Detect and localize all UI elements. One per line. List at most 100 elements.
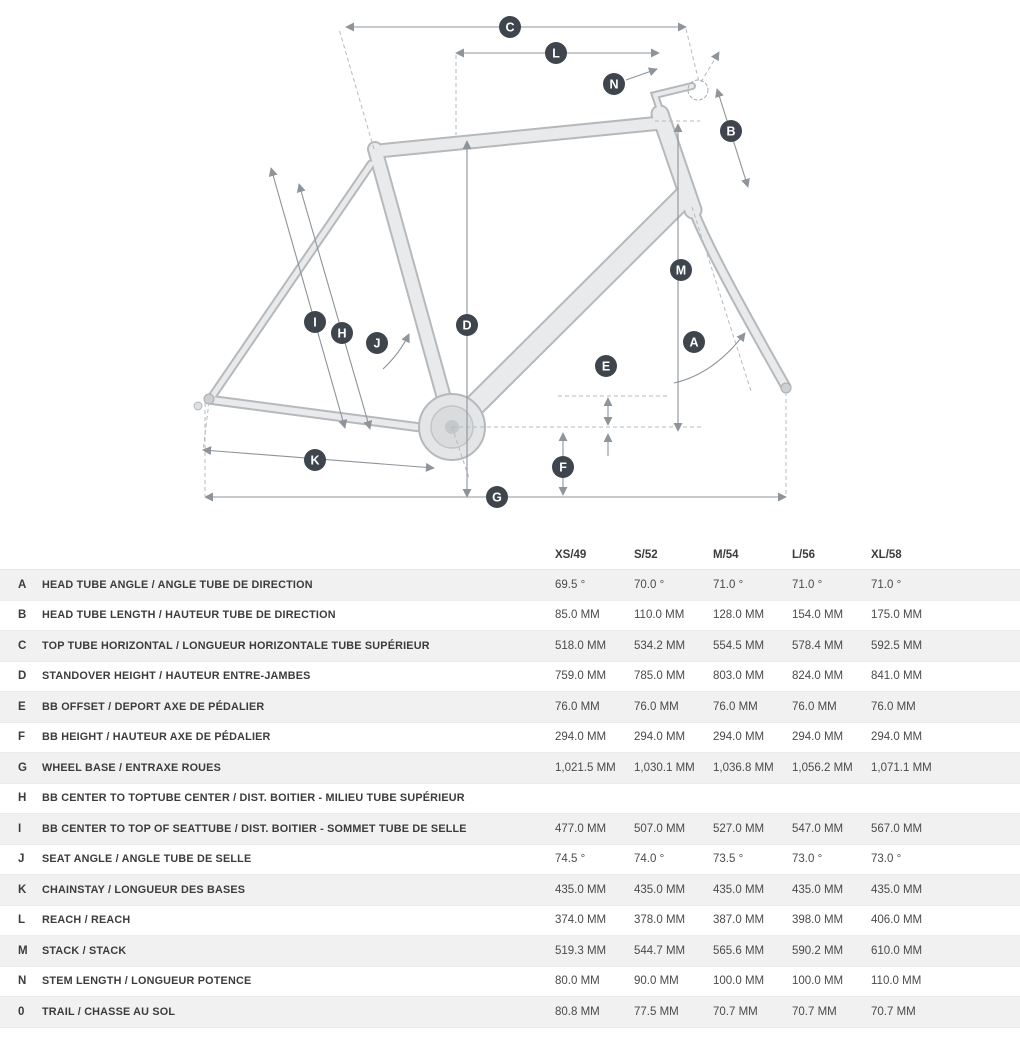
badge-F: F [552,456,574,478]
badge-C: C [499,16,521,38]
row-value: 80.8 MM [555,1005,600,1018]
row-value: 100.0 MM [713,975,765,988]
dimension-badges: C L N B M A E [304,16,742,508]
table-header-row: XS/49 S/52 M/54 L/56 XL/58 [0,540,1020,570]
row-letter: N [18,975,27,988]
badge-L: L [545,42,567,64]
frame-geometry-diagram: C L N B M A E [193,16,792,508]
row-value: 175.0 MM [871,609,923,622]
badge-G-label: G [492,491,502,505]
table-row: 0 TRAIL / CHASSE AU SOL 80.8 MM 77.5 MM … [0,997,1020,1028]
row-value: 76.0 MM [871,700,916,713]
row-value: 80.0 MM [555,975,600,988]
row-letter: B [18,609,27,622]
row-value: 406.0 MM [871,914,923,927]
badge-N: N [603,73,625,95]
row-label: CHAINSTAY / LONGUEUR DES BASES [42,883,246,896]
row-value: 73.0 ° [871,853,902,866]
row-value: 69.5 ° [555,578,586,591]
row-value: 590.2 MM [792,944,844,957]
badge-C-label: C [505,21,514,35]
badge-K-label: K [310,454,319,468]
row-value: 824.0 MM [792,670,844,683]
size-header-xs: XS/49 [555,548,587,561]
row-value: 547.0 MM [792,822,844,835]
size-header-m: M/54 [713,548,739,561]
row-label: BB CENTER TO TOP OF SEATTUBE / DIST. BOI… [42,822,467,835]
badge-A-label: A [689,336,698,350]
row-value: 1,056.2 MM [792,761,853,774]
dim-stem-leader [625,67,658,81]
row-value: 435.0 MM [634,883,686,896]
row-label: TOP TUBE HORIZONTAL / LONGUEUR HORIZONTA… [42,639,430,652]
table-row: M STACK / STACK 519.3 MM 544.7 MM 565.6 … [0,936,1020,967]
row-label: BB CENTER TO TOPTUBE CENTER / DIST. BOIT… [42,792,465,805]
row-value: 554.5 MM [713,639,765,652]
badge-B-label: B [726,125,735,139]
row-value: 518.0 MM [555,639,607,652]
row-value: 435.0 MM [555,883,607,896]
table-row: K CHAINSTAY / LONGUEUR DES BASES 435.0 M… [0,875,1020,906]
row-value: 398.0 MM [792,914,844,927]
table-row: B HEAD TUBE LENGTH / HAUTEUR TUBE DE DIR… [0,601,1020,631]
badge-E-label: E [602,360,610,374]
row-letter: G [18,761,27,774]
badge-G: G [486,486,508,508]
row-value: 70.7 MM [871,1005,916,1018]
row-value: 73.5 ° [713,853,744,866]
badge-N-label: N [609,78,618,92]
row-value: 378.0 MM [634,914,686,927]
row-letter: H [18,792,27,805]
row-label: HEAD TUBE ANGLE / ANGLE TUBE DE DIRECTIO… [42,578,313,591]
badge-M: M [670,259,692,281]
dim-bb-toptube [296,183,373,430]
badge-M-label: M [676,264,686,278]
derailleur-hanger [193,401,203,411]
row-letter: A [18,578,27,591]
row-letter: J [18,853,25,866]
row-value: 71.0 ° [871,578,902,591]
row-label: STANDOVER HEIGHT / HAUTEUR ENTRE-JAMBES [42,670,311,683]
badge-I-label: I [313,316,316,330]
row-value: 77.5 MM [634,1005,679,1018]
row-letter: K [18,883,27,896]
badge-J: J [366,332,388,354]
row-label: STACK / STACK [42,944,127,957]
badge-D-label: D [462,319,471,333]
dim-head-angle-arc [673,332,746,384]
extension-lines [202,28,787,496]
row-value: 294.0 MM [555,731,607,744]
row-letter: 0 [18,1005,25,1018]
row-value: 154.0 MM [792,609,844,622]
row-value: 70.7 MM [792,1005,837,1018]
row-value: 90.0 MM [634,975,679,988]
size-header-s: S/52 [634,548,658,561]
size-header-l: L/56 [792,548,816,561]
row-value: 71.0 ° [792,578,823,591]
row-value: 71.0 ° [713,578,744,591]
badge-L-label: L [552,47,560,61]
row-label: STEM LENGTH / LONGUEUR POTENCE [42,975,252,988]
row-value: 477.0 MM [555,822,607,835]
table-row: A HEAD TUBE ANGLE / ANGLE TUBE DE DIRECT… [0,570,1020,601]
table-row: D STANDOVER HEIGHT / HAUTEUR ENTRE-JAMBE… [0,662,1020,692]
row-value: 544.7 MM [634,944,686,957]
badge-H: H [331,322,353,344]
row-value: 527.0 MM [713,822,765,835]
row-label: REACH / REACH [42,914,131,927]
dim-seat-angle-arc [382,333,410,370]
row-value: 435.0 MM [871,883,923,896]
badge-K: K [304,449,326,471]
badge-H-label: H [337,327,346,341]
row-value: 294.0 MM [792,731,844,744]
row-value: 110.0 MM [634,609,685,622]
row-label: BB HEIGHT / HAUTEUR AXE DE PÉDALIER [42,731,271,744]
table-row: E BB OFFSET / DEPORT AXE DE PÉDALIER 76.… [0,692,1020,723]
table-row: C TOP TUBE HORIZONTAL / LONGUEUR HORIZON… [0,631,1020,662]
row-value: 578.4 MM [792,639,844,652]
row-value: 785.0 MM [634,670,686,683]
row-value: 519.3 MM [555,944,607,957]
table-body: A HEAD TUBE ANGLE / ANGLE TUBE DE DIRECT… [0,570,1020,1028]
row-value: 70.0 ° [634,578,665,591]
